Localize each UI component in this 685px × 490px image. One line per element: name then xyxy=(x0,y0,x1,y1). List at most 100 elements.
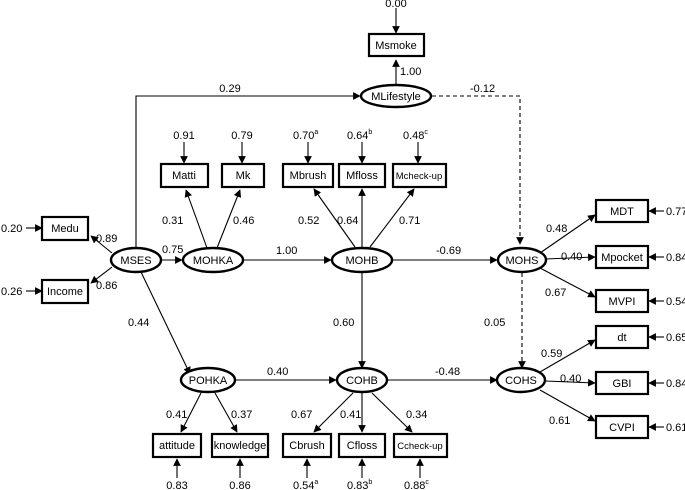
coef-cohs-gbi: 0.40 xyxy=(560,373,581,385)
edge-mses-mlifestyle xyxy=(135,92,361,250)
node-mohb: MOHB xyxy=(330,246,394,274)
err-cfloss-value: 0.83 xyxy=(347,480,368,490)
coef-pohka-attitude: 0.41 xyxy=(166,409,187,421)
edge-mlifestyle-mohs xyxy=(432,95,524,245)
err-matti: 0.91 xyxy=(173,130,194,142)
node-pohka: POHKA xyxy=(179,366,237,394)
coef-mses-mohka: 0.75 xyxy=(162,244,183,256)
coef-mses-pohka: 0.44 xyxy=(128,317,149,329)
coef-mlifestyle-mohs: -0.12 xyxy=(470,83,495,95)
node-mdt-label: MDT xyxy=(610,206,634,218)
edge-mohs-mvpi xyxy=(539,267,596,298)
err-income: 0.26 xyxy=(1,286,22,298)
edge-mohb-mcheckup xyxy=(369,188,415,248)
edge-mses-pohka xyxy=(140,271,191,375)
coef-mohb-mcheckup: 0.71 xyxy=(399,215,420,227)
edge-mohka-matti xyxy=(184,189,208,249)
err-cbrush-sup: a xyxy=(314,479,318,486)
err-msmoke: 0.00 xyxy=(385,0,406,10)
coef-mses-income: 0.86 xyxy=(96,280,117,292)
coef-mses-medu: 0.89 xyxy=(96,233,117,245)
err-mcheckup-value: 0.48 xyxy=(403,130,424,142)
node-matti-label: Matti xyxy=(172,170,196,182)
coef-mohs-mdt: 0.48 xyxy=(546,223,567,235)
edge-pohka-knowledge xyxy=(214,392,238,433)
node-mohka: MOHKA xyxy=(181,246,245,274)
node-ccheckup-label: Ccheck-up xyxy=(397,441,442,452)
node-cohb: COHB xyxy=(335,366,389,394)
err-mk: 0.79 xyxy=(231,130,252,142)
coef-mohka-matti: 0.31 xyxy=(162,215,183,227)
err-cfloss-sup: b xyxy=(368,479,372,486)
edge-mses-income xyxy=(90,266,113,284)
coef-cohs-dt: 0.59 xyxy=(541,348,562,360)
edge-mohs-mpocket xyxy=(544,253,596,262)
node-mpocket: Mpocket xyxy=(594,244,650,270)
err-mfloss: 0.64b xyxy=(347,129,372,142)
err-gbi: 0.84 xyxy=(666,378,685,390)
err-dt: 0.65 xyxy=(666,332,685,344)
node-mbrush: Mbrush xyxy=(281,162,335,189)
coef-mlifestyle-msmoke: 1.00 xyxy=(400,66,421,78)
node-cvpi: CVPI xyxy=(594,414,650,440)
node-msmoke: Msmoke xyxy=(367,32,426,58)
err-cbrush-value: 0.54 xyxy=(293,480,314,490)
err-mpocket: 0.84 xyxy=(666,252,685,264)
node-knowledge: knowledge xyxy=(210,432,270,459)
node-mohb-label: MOHB xyxy=(346,255,379,267)
node-cbrush: Cbrush xyxy=(281,432,333,459)
coef-mohb-cohb: 0.60 xyxy=(333,317,354,329)
node-income: Income xyxy=(40,278,90,305)
node-mohka-label: MOHKA xyxy=(193,255,234,267)
err-cvpi: 0.61 xyxy=(666,422,685,434)
node-dt-label: dt xyxy=(617,332,626,344)
coef-mohb-mohs: -0.69 xyxy=(436,245,461,257)
node-mfloss: Mfloss xyxy=(337,162,387,189)
node-mbrush-label: Mbrush xyxy=(290,170,327,182)
edge-cohb-ccheckup xyxy=(371,392,413,433)
err-medu: 0.20 xyxy=(1,223,22,235)
node-cohs-label: COHS xyxy=(505,375,537,387)
node-mdt: MDT xyxy=(594,198,650,224)
node-mlifestyle: MLifestyle xyxy=(359,83,433,109)
err-mfloss-value: 0.64 xyxy=(347,130,368,142)
node-attitude: attitude xyxy=(151,432,203,459)
coef-cohb-cbrush: 0.67 xyxy=(291,409,312,421)
edge-cohb-cbrush xyxy=(313,392,354,433)
coef-pohka-cohb: 0.40 xyxy=(267,366,288,378)
node-cvpi-label: CVPI xyxy=(609,422,635,434)
coef-cohb-cfloss: 0.41 xyxy=(340,409,361,421)
coef-pohka-knowledge: 0.37 xyxy=(231,409,252,421)
node-mk: Mk xyxy=(220,162,266,189)
node-cohs: COHS xyxy=(495,366,547,394)
coef-mohka-mohb: 1.00 xyxy=(276,245,297,257)
node-pohka-label: POHKA xyxy=(189,375,228,387)
node-mcheckup: Mcheck-up xyxy=(391,162,448,189)
node-mses-label: MSES xyxy=(120,255,151,267)
observed-variables: Msmoke Medu Income Matti Mk Mbrush Mflos… xyxy=(40,32,650,459)
err-mdt: 0.77 xyxy=(666,206,685,218)
err-mcheckup: 0.48c xyxy=(403,129,428,142)
node-mvpi: MVPI xyxy=(594,288,650,314)
err-cbrush: 0.54a xyxy=(293,479,318,490)
edge-cohs-dt xyxy=(539,339,596,373)
node-mvpi-label: MVPI xyxy=(609,296,636,308)
node-mlifestyle-label: MLifestyle xyxy=(371,91,421,103)
path-coefficients: 0.29 1.00 -0.12 0.89 0.86 0.75 0.44 0.31… xyxy=(96,66,582,427)
err-mbrush: 0.70a xyxy=(293,129,318,142)
node-dt: dt xyxy=(594,324,650,350)
node-cbrush-label: Cbrush xyxy=(289,440,324,452)
node-medu: Medu xyxy=(40,215,90,242)
node-matti: Matti xyxy=(159,162,210,189)
coef-mohs-cohs: 0.05 xyxy=(484,317,505,329)
node-attitude-label: attitude xyxy=(159,440,195,452)
node-medu-label: Medu xyxy=(51,223,79,235)
err-mcheckup-sup: c xyxy=(424,129,428,136)
err-attitude: 0.83 xyxy=(166,480,187,490)
coef-mohka-mk: 0.46 xyxy=(233,215,254,227)
node-mohs: MOHS xyxy=(496,246,548,274)
err-ccheckup: 0.88c xyxy=(404,479,429,490)
coef-mohs-mvpi: 0.67 xyxy=(545,287,566,299)
coef-mohb-mbrush: 0.52 xyxy=(298,215,319,227)
